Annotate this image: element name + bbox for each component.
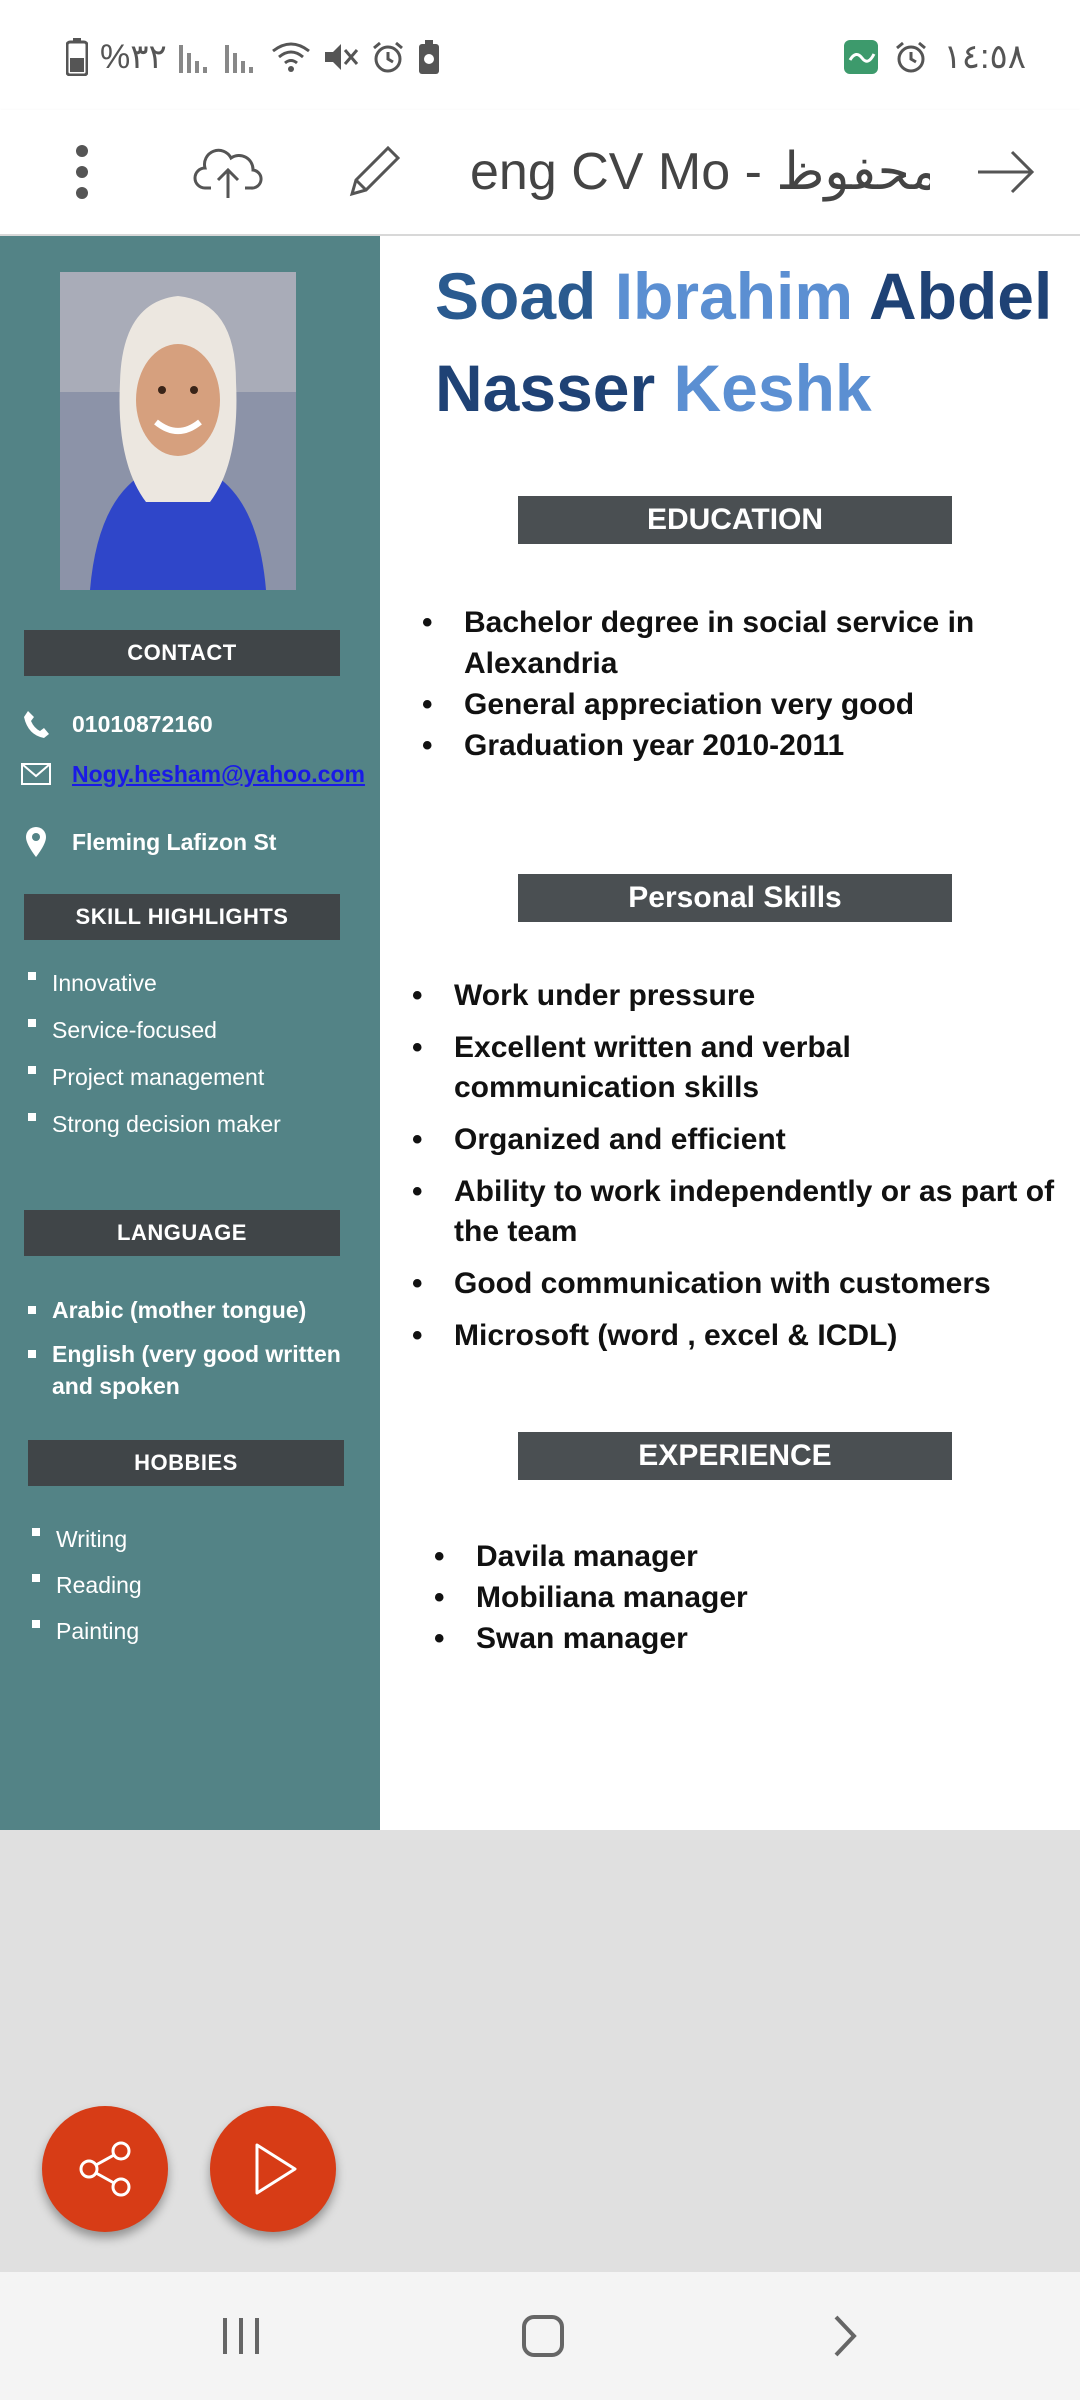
- hobbies-heading: HOBBIES: [28, 1440, 344, 1486]
- list-item: Work under pressure: [412, 976, 1080, 1016]
- personal-skills-heading: Personal Skills: [518, 874, 952, 922]
- resume-main: Soad Ibrahim Abdel Nasser Keshk EDUCATIO…: [380, 236, 1080, 1830]
- profile-photo: [60, 272, 296, 590]
- list-item: Mobiliana manager: [434, 1577, 994, 1618]
- list-item: Graduation year 2010-2011: [422, 725, 982, 766]
- list-item: Strong decision maker: [26, 1101, 281, 1148]
- status-right: ١٤:٥٨: [843, 34, 1027, 80]
- cloud-upload-button[interactable]: [184, 128, 272, 216]
- recent-apps-button[interactable]: [196, 2296, 286, 2376]
- email-link[interactable]: Nogy.hesham@yahoo.com: [72, 760, 365, 787]
- contact-address: Fleming Lafizon St: [16, 822, 276, 862]
- alarm-icon-right: [895, 41, 926, 73]
- hobbies-list: Writing Reading Painting: [30, 1516, 142, 1654]
- email-icon: [16, 763, 56, 785]
- list-item: Writing: [30, 1516, 142, 1562]
- list-item: Swan manager: [434, 1618, 994, 1659]
- arrow-right-icon: [978, 150, 1035, 194]
- education-heading: EDUCATION: [518, 496, 952, 544]
- list-item: Davila manager: [434, 1536, 994, 1577]
- system-nav-bar: [0, 2272, 1080, 2400]
- battery-percent: %٣٢: [100, 38, 167, 76]
- app-notification-icon: [843, 40, 878, 74]
- list-item: Good communication with customers: [412, 1264, 1080, 1304]
- status-bar: %٣٢ ١٤:٥٨: [0, 0, 1080, 110]
- skill-highlights-heading: SKILL HIGHLIGHTS: [24, 894, 340, 940]
- app-toolbar: eng CV Mo - محفوظ: [0, 110, 1080, 237]
- list-item: Arabic (mother tongue): [26, 1294, 356, 1326]
- clock: ١٤:٥٨: [943, 38, 1027, 76]
- list-item: Project management: [26, 1054, 281, 1101]
- name-part: Soad: [435, 259, 597, 333]
- list-item: Organized and efficient: [412, 1120, 1080, 1160]
- wifi-icon: [271, 42, 310, 72]
- alarm-icon: [372, 41, 403, 73]
- recent-apps-icon: [223, 2318, 259, 2354]
- language-heading: LANGUAGE: [24, 1210, 340, 1256]
- list-item: Service-focused: [26, 1007, 281, 1054]
- list-item: Reading: [30, 1562, 142, 1608]
- list-item: General appreciation very good: [422, 684, 982, 725]
- phone-number: 01010872160: [72, 710, 213, 737]
- language-list: Arabic (mother tongue) English (very goo…: [26, 1294, 356, 1402]
- home-button[interactable]: [498, 2296, 588, 2376]
- contact-phone: 01010872160: [16, 704, 213, 744]
- list-item: Bachelor degree in social service in Ale…: [422, 602, 982, 684]
- more-vertical-icon: [76, 145, 88, 199]
- forward-button[interactable]: [962, 128, 1050, 216]
- list-item: Excellent written and verbal communicati…: [412, 1028, 1080, 1108]
- signal-icon-2: [224, 45, 253, 73]
- home-icon: [522, 2315, 564, 2357]
- pencil-icon: [349, 145, 401, 197]
- list-item: Painting: [30, 1608, 142, 1654]
- present-button[interactable]: [210, 2106, 336, 2232]
- mute-icon: [324, 44, 358, 70]
- share-button[interactable]: [42, 2106, 168, 2232]
- more-options-button[interactable]: [38, 128, 126, 216]
- name-part: Keshk: [673, 351, 872, 425]
- contact-heading: CONTACT: [24, 630, 340, 676]
- edit-button[interactable]: [330, 128, 418, 216]
- experience-heading: EXPERIENCE: [518, 1432, 952, 1480]
- status-left: %٣٢: [66, 34, 441, 80]
- resume-name: Soad Ibrahim Abdel Nasser Keshk: [435, 250, 1080, 434]
- address-text: Fleming Lafizon St: [72, 828, 277, 855]
- contact-email: Nogy.hesham@yahoo.com: [16, 754, 365, 794]
- name-part: Ibrahim: [614, 259, 854, 333]
- document-title: eng CV Mo - محفوظ: [470, 143, 930, 201]
- list-item: Ability to work independently or as part…: [412, 1172, 1080, 1252]
- skill-list: Innovative Service-focused Project manag…: [26, 960, 281, 1148]
- resume-sidebar: CONTACT 01010872160 Nogy.hesham@yahoo.co…: [0, 236, 380, 1830]
- education-list: Bachelor degree in social service in Ale…: [422, 602, 982, 766]
- personal-skills-list: Work under pressure Excellent written an…: [412, 976, 1080, 1356]
- name-part: Nasser: [435, 351, 656, 425]
- share-icon: [79, 2141, 131, 2197]
- list-item: Innovative: [26, 960, 281, 1007]
- signal-icon: [178, 45, 207, 73]
- battery-icon: [66, 38, 88, 76]
- location-pin-icon: [16, 826, 56, 858]
- chevron-right-icon: [834, 2315, 857, 2357]
- resume-page[interactable]: CONTACT 01010872160 Nogy.hesham@yahoo.co…: [0, 236, 1080, 1830]
- list-item: Microsoft (word , excel & ICDL): [412, 1316, 1080, 1356]
- phone-icon: [16, 709, 56, 739]
- list-item: English (very good written and spoken: [26, 1338, 356, 1402]
- play-icon: [255, 2143, 297, 2195]
- name-part: Abdel: [868, 259, 1053, 333]
- back-button[interactable]: [800, 2296, 890, 2376]
- experience-list: Davila manager Mobiliana manager Swan ma…: [434, 1536, 994, 1659]
- cloud-upload-icon: [193, 148, 263, 198]
- battery-saver-icon: [418, 40, 439, 74]
